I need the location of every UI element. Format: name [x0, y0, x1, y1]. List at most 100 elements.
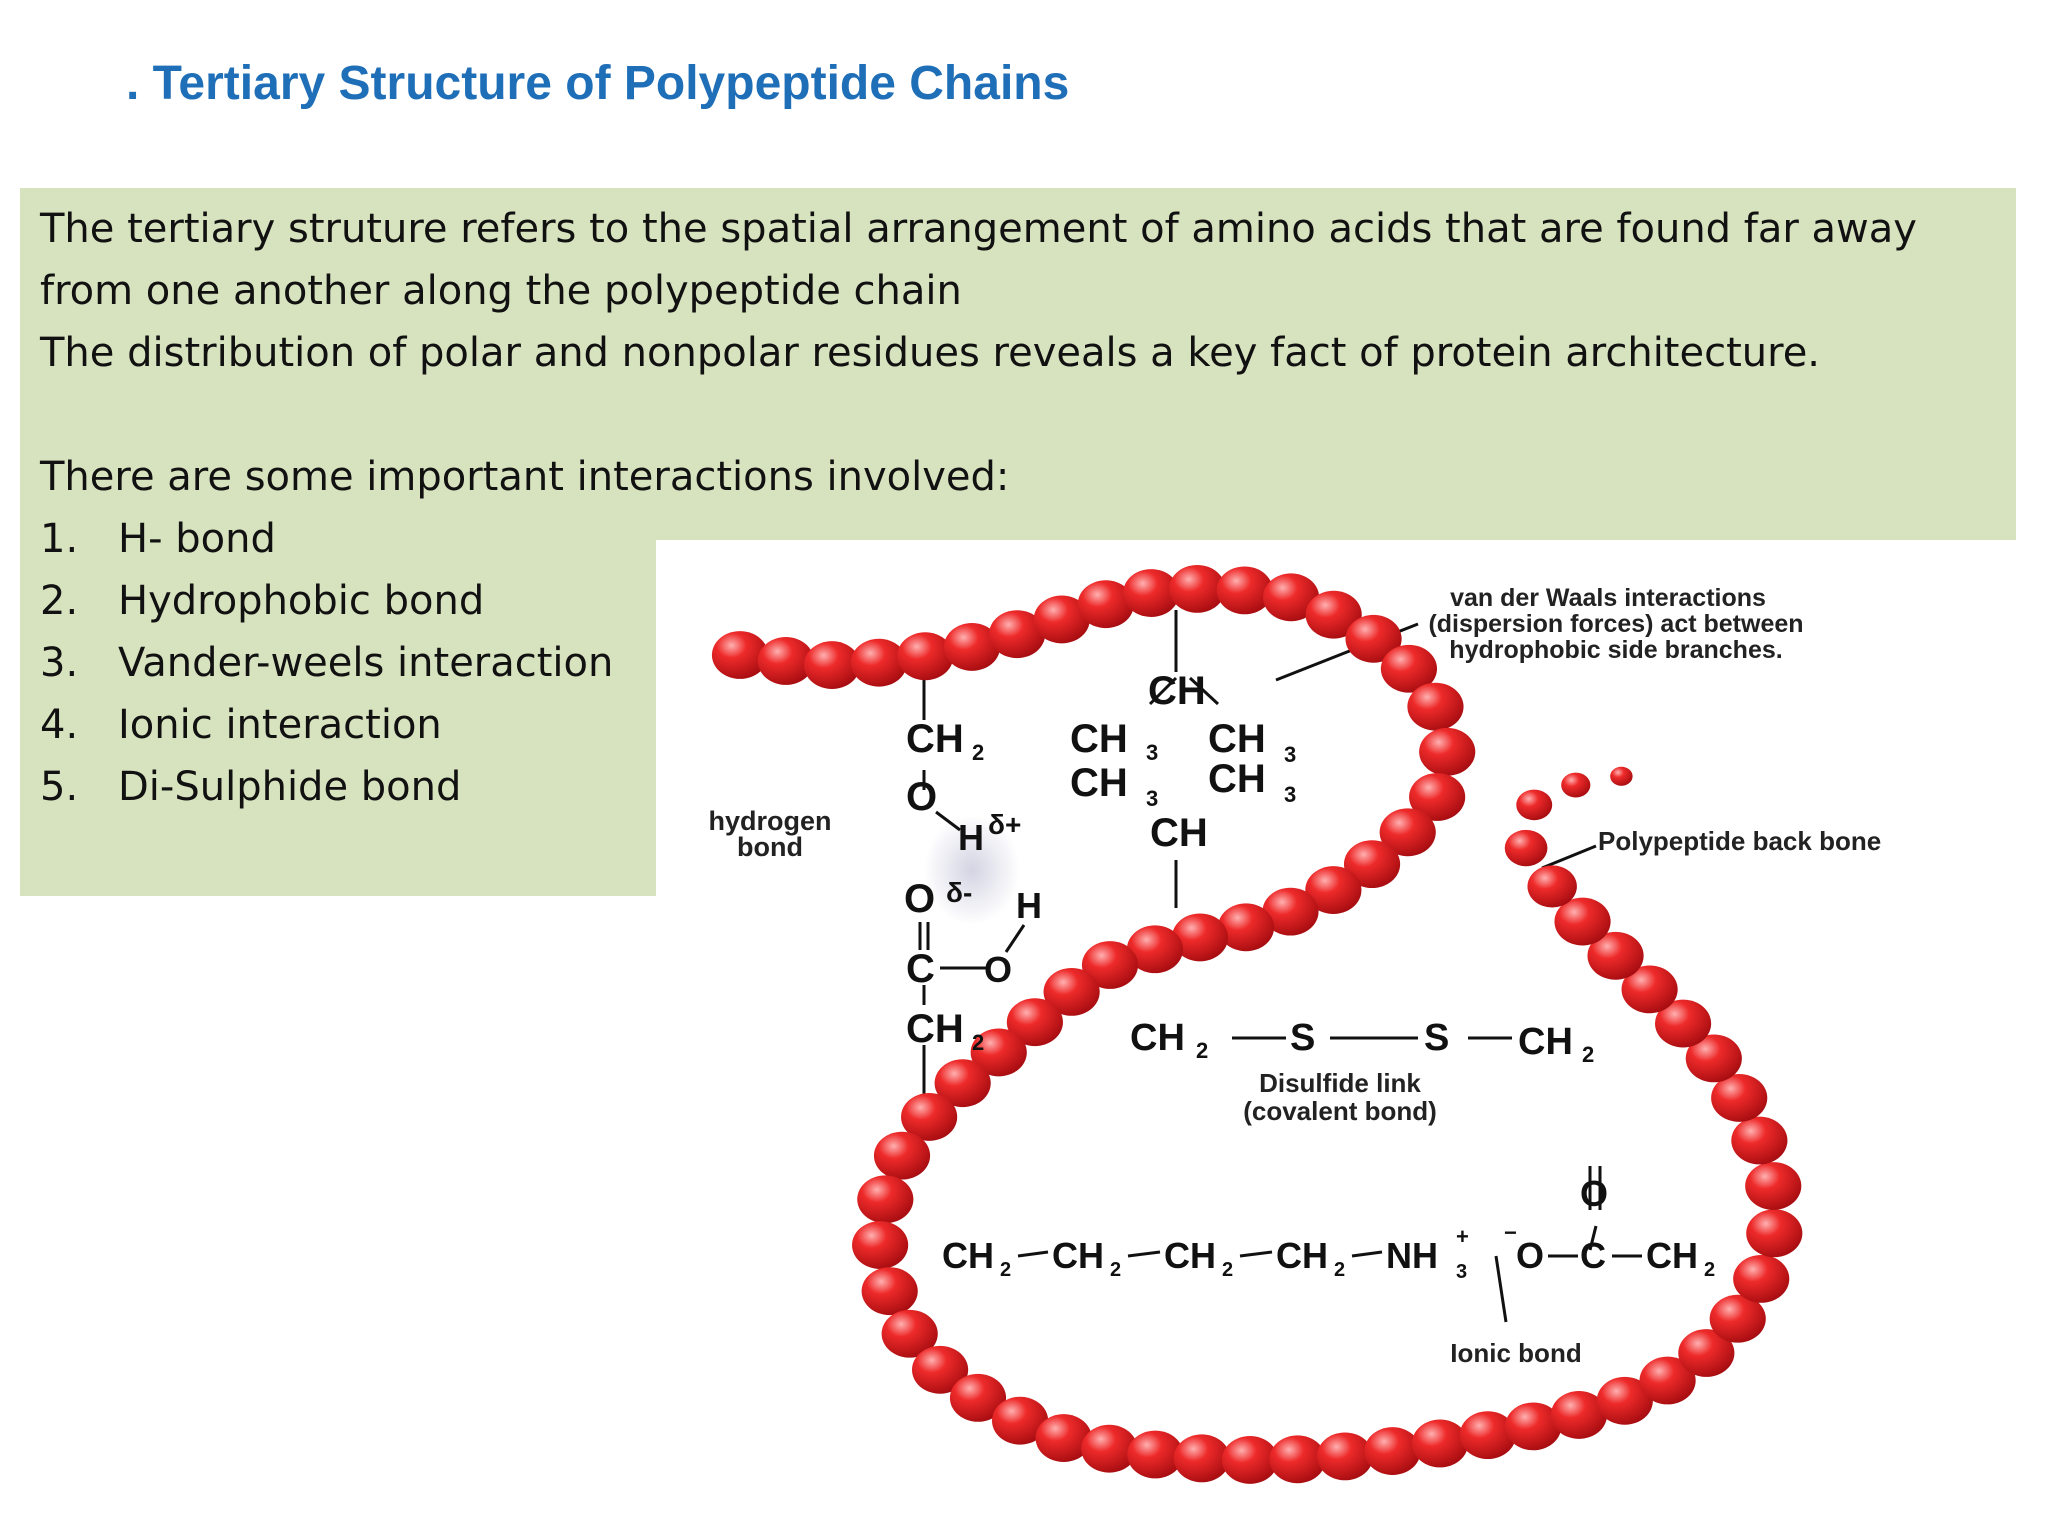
backbone-bead [1081, 1424, 1138, 1473]
oxygen-label: O [1516, 1235, 1544, 1276]
carbon-label: C [1580, 1235, 1606, 1276]
backbone-bead [1216, 566, 1273, 615]
list-item: 5.Di-Sulphide bond [40, 764, 462, 810]
ch3-label: CH [1070, 717, 1128, 761]
hydrogen-label: H [1016, 885, 1042, 926]
body-text: The tertiary struture refers to the spat… [40, 198, 1917, 508]
backbone-bead [1610, 766, 1633, 786]
ch2-label: CH [1518, 1021, 1573, 1063]
nh3-label: NH [1386, 1235, 1438, 1276]
subscript: 2 [972, 740, 984, 765]
disulfide-annotation: Disulfide link [1259, 1068, 1421, 1098]
backbone-bead [1554, 897, 1611, 946]
carbon-label: C [906, 947, 935, 991]
backbone-bead [1419, 727, 1476, 776]
hydrogen-label: H [958, 817, 984, 858]
backbone-annotation: Polypeptide back bone [1598, 826, 1881, 856]
backbone-bead [1169, 564, 1226, 613]
list-item: 4.Ionic interaction [40, 702, 442, 748]
minus-charge: − [1504, 1220, 1517, 1245]
ch3-label: CH [1208, 717, 1266, 761]
subscript: 2 [972, 1030, 984, 1055]
backbone-bead [1123, 569, 1180, 617]
ch2-label: CH [1130, 1017, 1185, 1059]
backbone-bead [850, 638, 907, 687]
subscript: 2 [1196, 1038, 1208, 1063]
backbone-bead [1561, 772, 1591, 798]
ionic-chain-bonds [1017, 1250, 1642, 1258]
delta-minus: δ- [946, 877, 972, 908]
backbone-bead [1527, 865, 1577, 908]
backbone-bead [1343, 840, 1401, 889]
ch-label: CH [1150, 811, 1208, 855]
backbone-bead [1504, 829, 1548, 867]
backbone-bead [1550, 1391, 1608, 1439]
hbond-annotation: hydrogen [708, 806, 831, 836]
backbone-bead [901, 1093, 958, 1141]
subscript: 3 [1284, 742, 1296, 767]
backbone-bead [857, 1175, 914, 1224]
backbone-bead [1345, 614, 1402, 663]
subscript: 3 [1456, 1261, 1467, 1283]
subscript: 2 [1222, 1259, 1233, 1281]
backbone-bead [1262, 887, 1319, 936]
text-panel-top [20, 188, 2016, 540]
backbone-bead [992, 1396, 1049, 1445]
sulfur-label: S [1290, 1017, 1315, 1059]
ch2-label: CH [906, 1007, 964, 1051]
ch2-label: CH [1164, 1235, 1216, 1276]
annotations: van der Waals interactions (dispersion f… [708, 584, 1881, 1368]
oxygen-label: O [904, 877, 935, 921]
backbone-bead [1305, 866, 1362, 914]
backbone-bead [1733, 1254, 1790, 1303]
backbone-bead [1262, 573, 1320, 622]
list-item: 3.Vander-weels interaction [40, 640, 614, 686]
backbone-bead [1221, 1436, 1279, 1484]
backbone-bead [934, 1059, 991, 1108]
backbone-bead [1709, 1294, 1766, 1343]
backbone-bead [1685, 1034, 1742, 1083]
backbone-bead [1006, 998, 1063, 1047]
subscript: 2 [1110, 1259, 1121, 1281]
backbone-bead [1081, 941, 1139, 989]
backbone-bead [949, 1373, 1007, 1422]
backbone-bead [897, 632, 954, 681]
backbone-bead [1516, 789, 1553, 821]
backbone-bead [1746, 1209, 1803, 1258]
body-line: There are some important interactions in… [40, 454, 1010, 500]
ch3-label: CH [1208, 757, 1266, 801]
oxygen-label: O [906, 775, 937, 819]
backbone-bead [970, 1028, 1027, 1077]
backbone-bead [1411, 1419, 1469, 1468]
backbone-bead [912, 1345, 969, 1394]
subscript: 2 [1704, 1259, 1715, 1281]
backbone-bead [1173, 1434, 1230, 1483]
backbone-bead [803, 641, 861, 689]
backbone-bead [1678, 1329, 1735, 1377]
backbone-bead [1269, 1435, 1326, 1484]
backbone-bead [943, 623, 1001, 671]
backbone-bead [1407, 682, 1464, 731]
backbone-bead [1077, 580, 1134, 629]
backbone-bead [1621, 965, 1678, 1014]
backbone-bead [861, 1267, 918, 1316]
backbone-bead [873, 1131, 931, 1180]
subscript: 3 [1284, 782, 1296, 807]
subscript: 2 [1000, 1259, 1011, 1281]
backbone-bead [1127, 1430, 1184, 1479]
hbond-shade [924, 815, 1020, 925]
backbone-bead [1033, 595, 1090, 644]
backbone-bead [1364, 1427, 1421, 1475]
ch-label: CH [1148, 669, 1206, 713]
disulfide-annotation: (covalent bond) [1243, 1096, 1437, 1126]
oxygen-label: O [1580, 1173, 1608, 1214]
subscript: 2 [1334, 1259, 1345, 1281]
oxygen-label: O [984, 949, 1012, 990]
ch2-label: CH [906, 717, 964, 761]
plus-charge: + [1456, 1224, 1469, 1249]
backbone-bead [1409, 773, 1466, 821]
vdw-annotation: (dispersion forces) act between [1428, 610, 1803, 638]
subscript: 2 [1582, 1042, 1594, 1067]
backbone-bead [1596, 1376, 1653, 1425]
list-item: 1.H- bond [40, 516, 276, 562]
